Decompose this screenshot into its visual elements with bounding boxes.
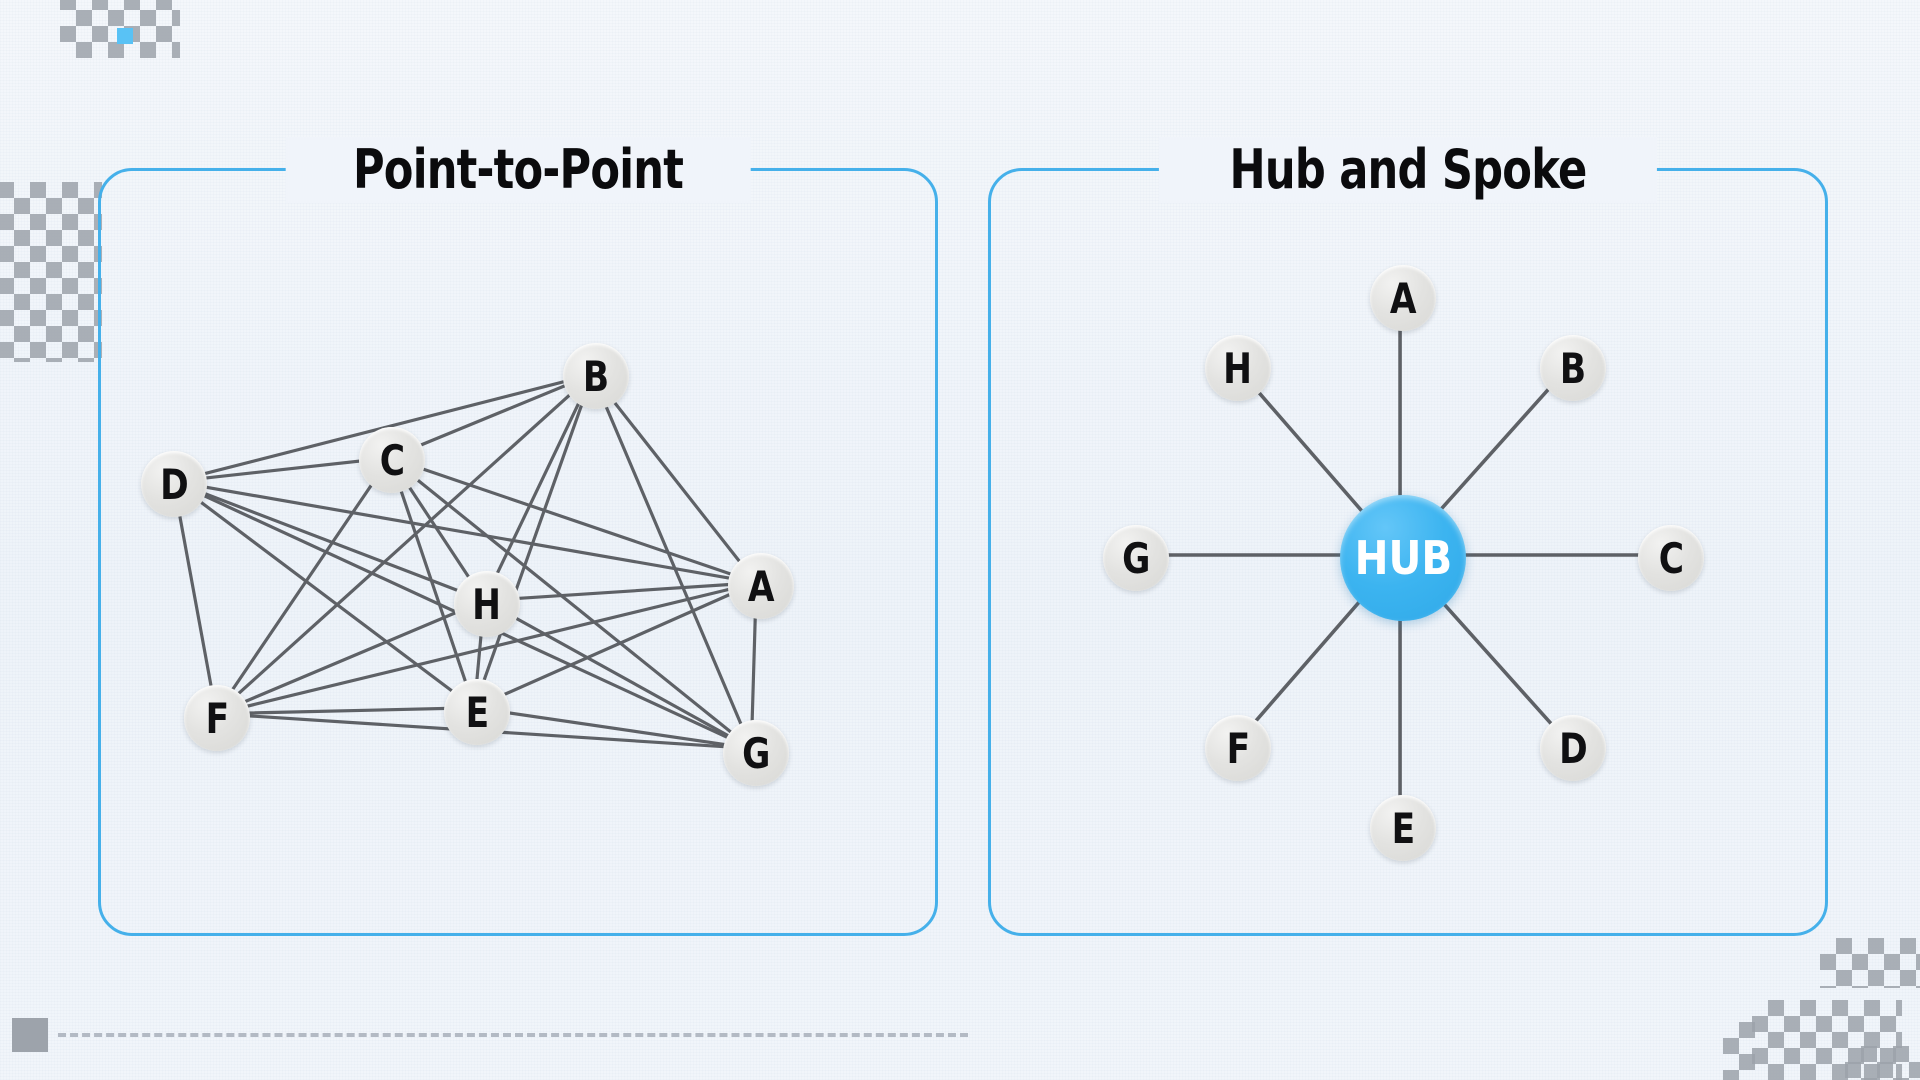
- node-label-d: D: [159, 459, 189, 509]
- node-label-b: B: [582, 351, 610, 401]
- edge-A-H: [482, 581, 758, 603]
- panel-title-point-to-point: Point-to-Point: [285, 137, 751, 203]
- edge-B-H: [482, 372, 595, 603]
- node-hub[interactable]: HUB: [1340, 495, 1466, 621]
- checker-decoration-bottom-center-strip: [1845, 1046, 1920, 1080]
- edge-E-F: [214, 706, 476, 716]
- checker-decoration-top-left-lower: [0, 182, 102, 362]
- node-d[interactable]: D: [1540, 715, 1606, 781]
- edge-A-F: [214, 581, 758, 716]
- edge-A-C: [388, 456, 758, 585]
- node-label-g: G: [741, 728, 771, 778]
- node-label-h: H: [472, 579, 502, 629]
- edge-C-E: [388, 456, 476, 710]
- node-label-f: F: [1226, 723, 1250, 773]
- node-d[interactable]: D: [141, 451, 207, 517]
- checker-accent-top-left: [117, 28, 133, 44]
- edge-G-H: [482, 599, 753, 751]
- node-g[interactable]: G: [1103, 525, 1169, 591]
- edge-C-D: [171, 456, 392, 484]
- node-h[interactable]: H: [1205, 335, 1271, 401]
- node-label-c: C: [1658, 533, 1684, 583]
- edge-A-B: [590, 372, 758, 585]
- node-label-h: H: [1223, 343, 1253, 393]
- node-label-d: D: [1558, 723, 1588, 773]
- edge-D-E: [171, 479, 476, 710]
- panel-point-to-point: Point-to-Point A B C D E F G H: [98, 137, 938, 936]
- node-label-c: C: [379, 435, 405, 485]
- node-label-a: A: [747, 561, 775, 611]
- node-a[interactable]: A: [728, 553, 794, 619]
- node-label-hub: HUB: [1354, 531, 1452, 585]
- node-label-e: E: [465, 687, 489, 737]
- edges-point-to-point: [171, 372, 758, 751]
- node-label-b: B: [1559, 343, 1587, 393]
- checker-decoration-bottom-right-strip: [1723, 1022, 1755, 1080]
- edge-B-F: [214, 372, 595, 716]
- edge-A-E: [472, 581, 758, 710]
- edge-B-C: [388, 372, 595, 460]
- node-g[interactable]: G: [723, 720, 789, 786]
- node-a[interactable]: A: [1370, 265, 1436, 331]
- node-label-g: G: [1121, 533, 1151, 583]
- dashed-rule-cap: [12, 1018, 48, 1052]
- edge-F-H: [214, 599, 486, 716]
- checker-decoration-bottom-right-upper: [1820, 938, 1920, 988]
- node-label-f: F: [205, 693, 229, 743]
- node-e[interactable]: E: [444, 679, 510, 745]
- edge-D-H: [171, 479, 486, 603]
- node-b[interactable]: B: [1540, 335, 1606, 401]
- edge-B-G: [590, 372, 753, 751]
- edge-C-F: [214, 456, 392, 716]
- node-e[interactable]: E: [1370, 795, 1436, 861]
- panel-hub-and-spoke: Hub and Spoke A B C D E F G H HUB: [988, 137, 1828, 936]
- node-b[interactable]: B: [563, 343, 629, 409]
- node-h[interactable]: H: [454, 571, 520, 637]
- edge-E-G: [472, 706, 753, 751]
- edge-C-G: [388, 456, 753, 751]
- node-f[interactable]: F: [184, 685, 250, 751]
- dashed-rule: [58, 1033, 968, 1037]
- edge-D-F: [171, 479, 218, 716]
- graph-hub-and-spoke: A B C D E F G H HUB: [991, 171, 1825, 933]
- panel-title-hub-and-spoke: Hub and Spoke: [1158, 137, 1658, 203]
- node-label-e: E: [1391, 803, 1415, 853]
- node-label-a: A: [1389, 273, 1417, 323]
- edge-B-E: [472, 372, 595, 710]
- node-c[interactable]: C: [359, 427, 425, 493]
- node-c[interactable]: C: [1638, 525, 1704, 591]
- graph-point-to-point: A B C D E F G H: [101, 171, 935, 933]
- edge-A-D: [171, 479, 758, 585]
- node-f[interactable]: F: [1205, 715, 1271, 781]
